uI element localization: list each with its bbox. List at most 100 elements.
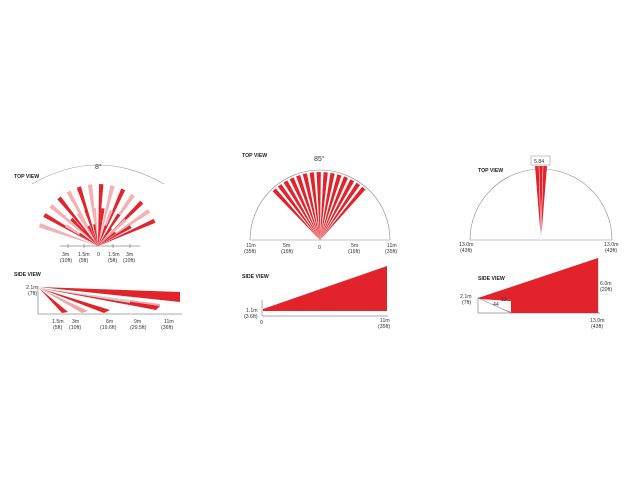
curtain-top-angle: 5.84: [534, 159, 544, 165]
fan-beam: [98, 231, 117, 246]
wide-side-mark-4-b: (29.5ft): [130, 325, 147, 331]
wide-top-mark-2-a: 1.5m: [78, 252, 90, 258]
standard-side-beam: [263, 266, 387, 311]
fan-beam: [98, 218, 127, 246]
standard-side-end-b: (35ft): [378, 324, 390, 330]
standard-top-angle: 85°: [314, 155, 325, 163]
fan-beam: [320, 186, 366, 240]
wide-side-beam: [39, 288, 160, 310]
wide-side-mark-2-a: 3m: [72, 319, 79, 325]
wide-top-arc: [31, 164, 165, 185]
wide-panel: TOP VIEW 8° 3m (10ft) 1.5m (5ft) 0 1.5m …: [14, 163, 182, 331]
standard-top-mid-right-a: 5m: [351, 243, 358, 249]
curtain-top-beam-divider: [540, 165, 544, 241]
curtain-side-height-a: 2.1m: [460, 294, 472, 300]
wide-side-beam: [39, 288, 110, 313]
curtain-side-far-height-b: (20ft): [600, 287, 612, 293]
wide-side-beam: [39, 288, 130, 303]
fan-beam: [49, 204, 98, 246]
curtain-top-right-b: (43ft): [605, 248, 617, 254]
standard-top-fan: [272, 172, 366, 240]
fan-beam: [93, 224, 98, 246]
wide-top-ticks: [67, 244, 131, 248]
curtain-top-view-header: TOP VIEW: [478, 168, 503, 174]
wide-top-mark-1-a: 3m: [62, 252, 69, 258]
fan-beam: [98, 225, 132, 246]
standard-top-mid-left-a: 5m: [283, 243, 290, 249]
standard-top-right-a: 11m: [387, 243, 397, 249]
wide-side-mark-4-a: 9m: [134, 319, 141, 325]
standard-top-zero: 0: [318, 245, 321, 251]
wide-side-beams: [39, 287, 180, 313]
curtain-top-left-a: 13.0m: [459, 242, 473, 248]
fan-beam: [98, 188, 126, 246]
standard-side-height-a: 1.1m: [246, 308, 258, 314]
wide-side-beam: [39, 287, 180, 302]
fan-beam: [272, 188, 320, 240]
wide-top-fan: [38, 184, 156, 246]
curtain-top-angle-box: [530, 155, 551, 166]
standard-side-end-a: 11m: [380, 318, 390, 324]
fan-beam: [98, 225, 107, 246]
curtain-side-end-b: (43ft): [591, 324, 603, 330]
fan-beam: [289, 177, 320, 240]
fan-beam: [82, 228, 98, 246]
standard-top-right-b: (35ft): [385, 249, 397, 255]
wide-top-angle: 8°: [95, 163, 102, 171]
fan-beam: [98, 208, 105, 246]
wide-side-beam: [39, 288, 88, 313]
curtain-side-far-height-a: 6.0m: [600, 281, 612, 287]
wide-top-view-header: TOP VIEW: [14, 174, 39, 180]
fan-beam: [98, 218, 156, 246]
fan-beam: [98, 185, 115, 246]
curtain-top-right-a: 13.0m: [604, 242, 618, 248]
standard-top-view-header: TOP VIEW: [242, 153, 267, 159]
fan-beam: [320, 172, 328, 240]
curtain-top-left-b: (43ft): [460, 248, 472, 254]
fan-beam: [320, 174, 342, 240]
fan-beam: [84, 209, 98, 246]
wide-side-height-a: 2.1m: [26, 285, 38, 291]
standard-panel: TOP VIEW 85° 11m (35ft) 5m (16ft) 0 5m (…: [242, 153, 397, 330]
fan-beam: [316, 172, 321, 240]
curtain-top-beam-divider: [538, 165, 542, 241]
wide-side-view-header: SIDE VIEW: [14, 272, 41, 278]
wide-side-mark-5-a: 11m: [164, 319, 174, 325]
fan-beam: [309, 172, 320, 240]
fan-beam: [296, 174, 320, 240]
fan-beam: [38, 223, 98, 246]
wide-side-mark-1-a: 1.5m: [52, 319, 64, 325]
standard-top-left-a: 11m: [246, 243, 256, 249]
wide-top-zero: 0: [97, 252, 100, 258]
fan-beam: [283, 180, 320, 240]
fan-beam: [70, 217, 98, 246]
wide-side-mark-3-b: (19.6ft): [100, 325, 117, 331]
curtain-top-beam: [535, 166, 547, 240]
fan-beam: [277, 184, 320, 240]
fan-beam: [76, 212, 98, 246]
curtain-panel: TOP VIEW 5.84 13.0m (43ft) 13.0m (43ft) …: [459, 155, 618, 330]
fan-beam: [320, 179, 355, 240]
standard-side-view-header: SIDE VIEW: [242, 274, 269, 280]
fan-beam: [79, 232, 98, 246]
curtain-side-angle-large: 44: [493, 302, 499, 308]
wide-top-mark-4-a: 3m: [126, 252, 133, 258]
standard-top-mid-left-b: (16ft): [281, 249, 293, 255]
fan-beam: [320, 182, 361, 240]
wide-top-mark-2-b: (5ft): [79, 258, 88, 264]
curtain-side-height-b: (7ft): [462, 300, 471, 306]
wide-top-mark-3-a: 1.5m: [108, 252, 120, 258]
curtain-side-lower-edge: [477, 297, 512, 314]
fan-beam: [98, 227, 112, 246]
fan-beam: [320, 176, 348, 240]
wide-side-beam: [39, 288, 68, 313]
curtain-side-angle-small: 12: [501, 297, 507, 303]
curtain-side-beam: [478, 258, 598, 313]
wide-side-height-b: (7ft): [28, 291, 37, 297]
fan-beam: [302, 173, 320, 240]
wide-top-mark-4-b: (10ft): [123, 258, 135, 264]
wide-side-mark-2-b: (10ft): [69, 325, 81, 331]
curtain-side-view-header: SIDE VIEW: [478, 276, 505, 282]
